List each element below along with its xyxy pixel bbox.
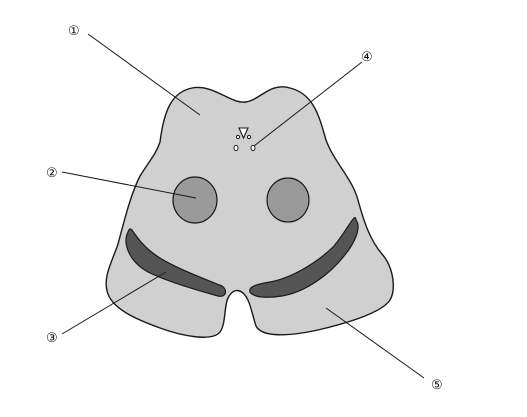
label-3: ③ bbox=[46, 331, 58, 346]
label-5: ⑤ bbox=[431, 378, 443, 393]
label-4: ④ bbox=[361, 50, 373, 65]
dark-band-left bbox=[125, 228, 227, 297]
leader-line-5 bbox=[325, 307, 425, 379]
leader-line-1 bbox=[87, 33, 201, 116]
small-dot-left bbox=[235, 134, 241, 140]
dark-band-right bbox=[249, 217, 359, 298]
small-dot-right bbox=[246, 134, 252, 140]
section-outline bbox=[105, 86, 394, 338]
nucleus-right bbox=[266, 177, 310, 223]
leader-line-3 bbox=[61, 271, 167, 335]
label-1: ① bbox=[68, 24, 80, 39]
central-canal bbox=[238, 127, 249, 140]
leader-line-2 bbox=[61, 171, 197, 199]
label-2: ② bbox=[46, 166, 58, 181]
nucleus-left bbox=[172, 176, 218, 224]
small-oval-left bbox=[233, 144, 239, 152]
small-oval-right bbox=[250, 144, 256, 152]
leader-line-4 bbox=[253, 61, 363, 147]
